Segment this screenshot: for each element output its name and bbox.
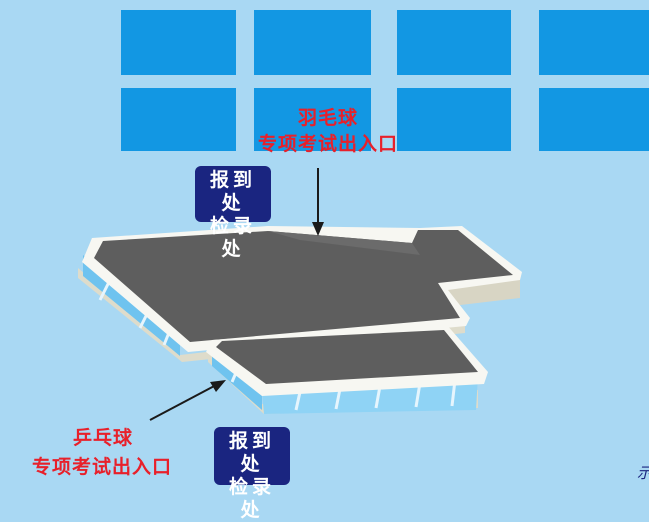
window-6: [254, 88, 371, 151]
window-7: [397, 88, 511, 151]
small-building-roof: [216, 330, 478, 384]
badminton-checkin-badge: 报到处 检录处: [195, 166, 271, 260]
window-1: [121, 10, 236, 75]
badminton-sport-label: 羽毛球: [297, 107, 358, 129]
table-tennis-entrance-label: 专项考试出入口: [31, 456, 172, 478]
window-8: [539, 88, 649, 151]
window-4: [539, 10, 649, 75]
building-illustration: [78, 168, 522, 421]
badge-line-checkin: 报到处: [209, 169, 256, 214]
badge-line-registration: 检录处: [228, 476, 275, 521]
window-5: [121, 88, 236, 151]
table-tennis-sport-label: 乒乓球: [72, 427, 133, 449]
table-tennis-checkin-badge: 报到处 检录处: [214, 427, 290, 521]
table-tennis-arrow: [149, 383, 219, 421]
badge-line-checkin: 报到处: [228, 430, 275, 475]
big-building-roof: [94, 230, 513, 342]
window-3: [397, 10, 511, 75]
window-2: [254, 10, 371, 75]
badge-line-registration: 检录处: [209, 215, 256, 260]
badminton-entrance-label: 专项考试出入口: [257, 133, 398, 155]
corner-mark-text: 示: [637, 462, 649, 483]
